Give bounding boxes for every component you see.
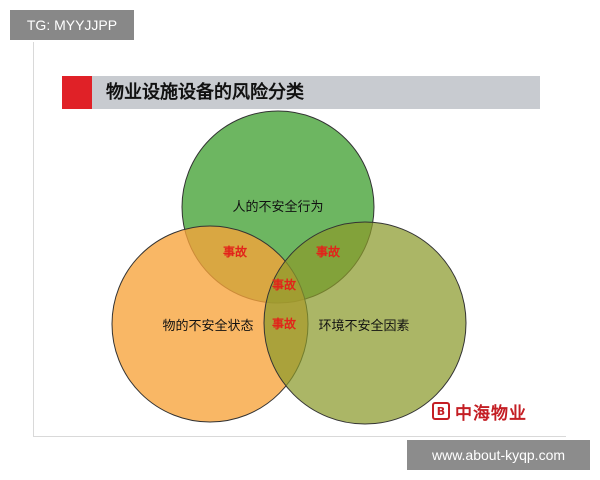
company-logo: B 中海物业 xyxy=(432,399,527,424)
label-object-state: 物的不安全状态 xyxy=(162,318,253,334)
accident-human-object: 事故 xyxy=(223,244,248,259)
logo-text: 中海物业 xyxy=(455,403,527,424)
title-accent-block xyxy=(62,76,92,109)
accident-human-environment: 事故 xyxy=(316,244,341,259)
slide-title: 物业设施设备的风险分类 xyxy=(106,82,304,103)
tg-watermark-badge: TG: MYYJJPP xyxy=(10,10,134,40)
title-bar xyxy=(62,76,540,109)
accident-center: 事故 xyxy=(272,277,297,292)
url-watermark-badge: www.about-kyqp.com xyxy=(407,440,590,470)
circle-environment xyxy=(263,221,467,425)
label-human-behavior: 人的不安全行为 xyxy=(232,199,323,215)
label-environment: 环境不安全因素 xyxy=(318,318,409,334)
accident-object-environment: 事故 xyxy=(272,316,297,331)
logo-mark-icon: B xyxy=(432,402,450,420)
